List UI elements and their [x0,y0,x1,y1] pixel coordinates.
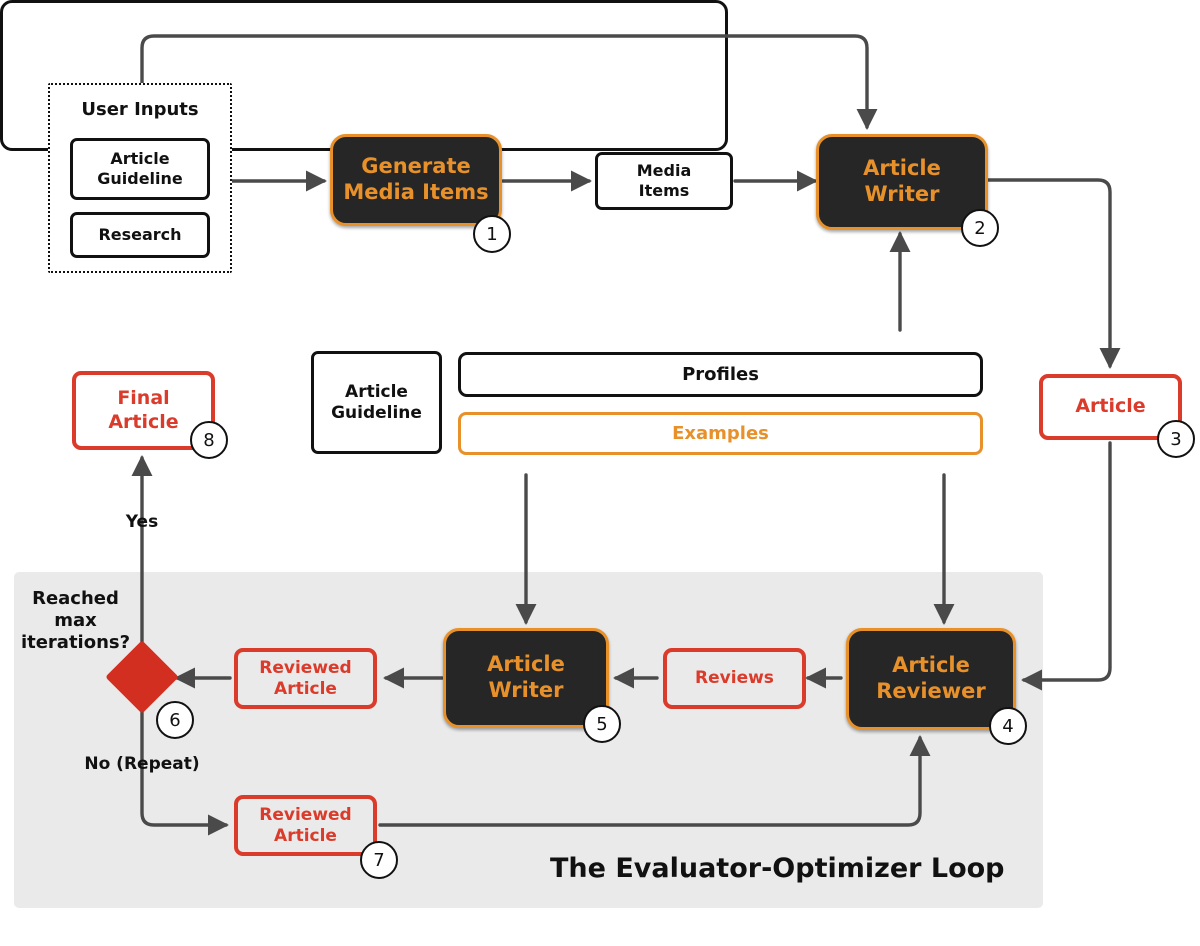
node-reviews[interactable]: Reviews [663,648,806,709]
context-article-guideline[interactable]: Article Guideline [311,351,442,454]
input-article-guideline[interactable]: Article Guideline [70,138,210,200]
badge-4: 4 [989,707,1027,745]
badge-8: 8 [190,421,228,459]
decision-question-label: Reached max iterations? [20,588,131,653]
node-media-items[interactable]: Media Items [595,152,733,210]
node-reviewed-article-repeat[interactable]: Reviewed Article [234,795,377,856]
edge-writer-to-article [986,178,1121,369]
node-article[interactable]: Article [1039,374,1182,440]
badge-3: 3 [1157,420,1195,458]
node-generate-media-items[interactable]: Generate Media Items [330,134,502,226]
node-article-writer-loop[interactable]: Article Writer [443,628,609,728]
user-inputs-title: User Inputs [81,99,199,120]
node-reviewed-article-loop[interactable]: Reviewed Article [234,648,377,709]
context-examples[interactable]: Examples [458,412,983,455]
node-article-reviewer[interactable]: Article Reviewer [846,628,1016,730]
badge-5: 5 [583,705,621,743]
badge-1: 1 [473,215,511,253]
edge-label-no-repeat: No (Repeat) [84,754,200,774]
node-article-writer-top[interactable]: Article Writer [816,134,988,230]
context-profiles[interactable]: Profiles [458,352,983,397]
edge-label-yes: Yes [125,512,159,532]
badge-2: 2 [961,209,999,247]
loop-title: The Evaluator-Optimizer Loop [550,853,1005,884]
badge-7: 7 [360,841,398,879]
badge-6: 6 [156,701,194,739]
input-research[interactable]: Research [70,212,210,258]
